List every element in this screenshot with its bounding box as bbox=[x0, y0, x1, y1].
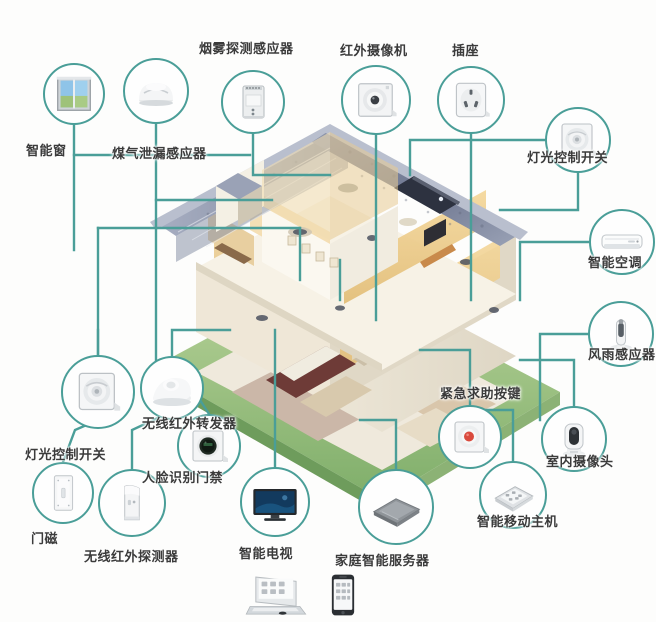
device-node-smart-window[interactable] bbox=[43, 63, 105, 125]
device-label-emergency-button: 紧急求助按键 bbox=[440, 386, 522, 401]
device-node-wind-rain-sensor[interactable] bbox=[588, 301, 654, 367]
device-node-wireless-ir-repeater[interactable] bbox=[140, 356, 204, 420]
device-label-face-access-control: 人脸识别门禁 bbox=[142, 470, 224, 485]
wire-segment bbox=[170, 328, 232, 358]
device-label-wireless-ir-repeater: 无线红外转发器 bbox=[142, 416, 237, 431]
ir-camera-icon bbox=[343, 67, 409, 133]
smartphone-icon bbox=[330, 572, 356, 618]
device-label-smart-tv: 智能电视 bbox=[239, 546, 294, 561]
device-label-smoke-detector: 烟雾探测感应器 bbox=[199, 41, 294, 56]
device-label-door-magnet: 门磁 bbox=[31, 531, 59, 546]
mobile-host-icon bbox=[481, 463, 545, 527]
wire-segment bbox=[418, 348, 472, 407]
device-label-power-socket: 插座 bbox=[452, 43, 480, 58]
device-node-door-magnet[interactable] bbox=[32, 462, 94, 524]
smoke-detector-icon bbox=[223, 72, 283, 132]
wind-rain-sensor-icon bbox=[590, 303, 652, 365]
device-node-infrared-camera[interactable] bbox=[341, 65, 411, 135]
terminal-phone-terminal[interactable] bbox=[330, 572, 356, 618]
wire-segment bbox=[518, 358, 576, 408]
device-label-wind-rain-sensor: 风雨感应器 bbox=[588, 347, 656, 362]
device-label-smart-mobile-host: 智能移动主机 bbox=[477, 514, 559, 529]
device-label-gas-leak-sensor: 煤气泄漏感应器 bbox=[112, 146, 207, 161]
wire-segment bbox=[408, 138, 547, 177]
device-node-smoke-detector[interactable] bbox=[221, 70, 285, 134]
device-node-wireless-ir-detector[interactable] bbox=[98, 469, 166, 537]
device-node-light-switch-right[interactable] bbox=[545, 107, 611, 173]
device-node-smart-mobile-host[interactable] bbox=[479, 461, 547, 529]
device-label-infrared-camera: 红外摄像机 bbox=[340, 43, 408, 58]
home-server-icon bbox=[360, 471, 432, 543]
device-label-smart-ac: 智能空调 bbox=[588, 255, 643, 270]
wire-segment bbox=[518, 240, 591, 302]
door-sensor-icon bbox=[34, 464, 92, 522]
ir-detector-icon bbox=[100, 471, 164, 535]
laptop-icon bbox=[243, 572, 307, 618]
device-label-light-switch-left: 灯光控制开关 bbox=[25, 447, 107, 462]
device-node-light-switch-left[interactable] bbox=[61, 355, 135, 429]
device-node-power-socket[interactable] bbox=[437, 66, 505, 134]
device-node-gas-leak-sensor[interactable] bbox=[123, 58, 189, 124]
device-label-light-switch-right: 灯光控制开关 bbox=[527, 150, 609, 165]
device-node-emergency-button[interactable] bbox=[438, 405, 502, 469]
ir-repeater-icon bbox=[142, 358, 202, 418]
wire-segment bbox=[198, 398, 211, 416]
device-node-smart-ac[interactable] bbox=[589, 209, 655, 275]
device-label-wireless-ir-detector: 无线红外探测器 bbox=[84, 549, 179, 564]
wire-segment bbox=[358, 418, 398, 471]
indoor-camera-icon bbox=[543, 408, 605, 470]
wire-segment bbox=[498, 171, 580, 212]
device-label-smart-window: 智能窗 bbox=[26, 143, 67, 158]
window-icon bbox=[45, 65, 103, 123]
socket-icon bbox=[439, 68, 503, 132]
in-house-device-markers bbox=[256, 229, 499, 321]
device-node-smart-tv[interactable] bbox=[240, 467, 310, 537]
gas-sensor-icon bbox=[125, 60, 187, 122]
wire-segment bbox=[251, 132, 332, 177]
face-access-icon bbox=[179, 416, 239, 476]
emergency-button-icon bbox=[440, 407, 500, 467]
device-label-indoor-camera: 室内摄像头 bbox=[546, 454, 614, 469]
wire-segment bbox=[538, 332, 590, 422]
device-label-home-server: 家庭智能服务器 bbox=[335, 553, 430, 568]
tv-icon bbox=[242, 469, 308, 535]
device-node-face-access-control[interactable] bbox=[177, 414, 241, 478]
device-node-indoor-camera[interactable] bbox=[541, 406, 607, 472]
light-switch-icon bbox=[63, 357, 133, 427]
air-conditioner-icon bbox=[591, 211, 653, 273]
device-node-home-server[interactable] bbox=[358, 469, 434, 545]
terminal-laptop-terminal[interactable] bbox=[243, 572, 307, 618]
light-switch-icon bbox=[547, 109, 609, 171]
